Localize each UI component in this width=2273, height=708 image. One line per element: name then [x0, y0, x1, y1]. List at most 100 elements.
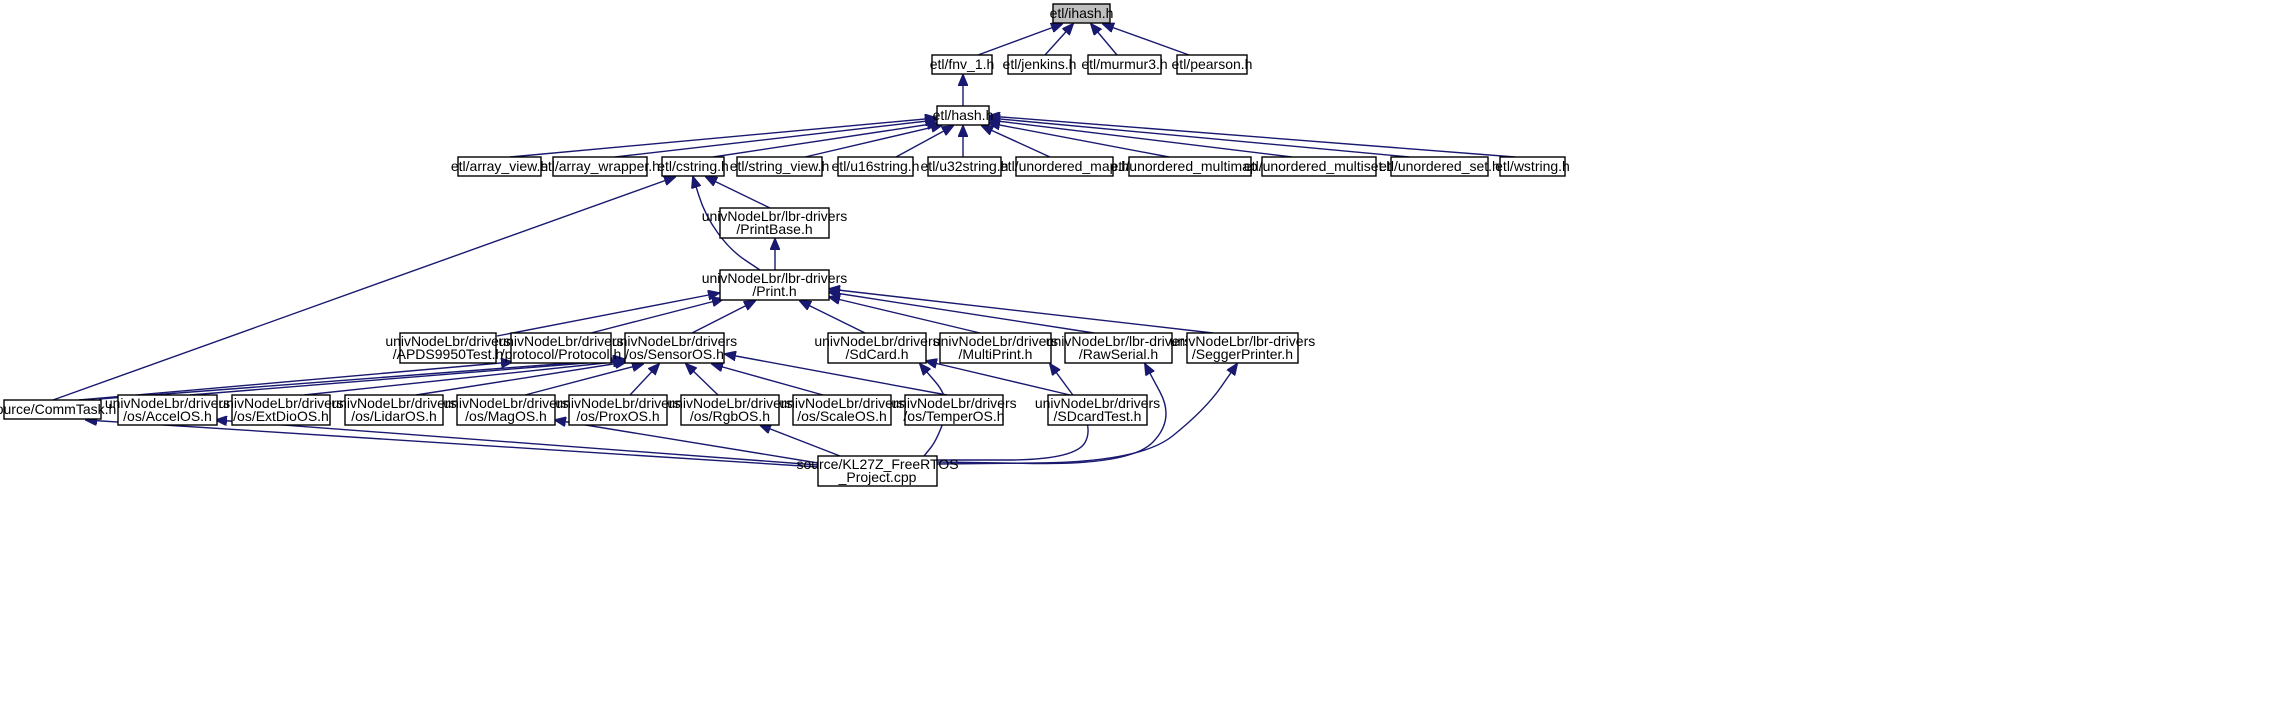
edge-commtask-to-cstring — [52, 177, 675, 401]
edge-fnv-to-ihash — [977, 24, 1062, 56]
node-box — [661, 156, 725, 177]
edge-extdioos-to-sensoros — [303, 361, 624, 396]
node-proxos[interactable]: univNodeLbr/drivers/os/ProxOS.h — [555, 394, 681, 426]
node-cstring[interactable]: etl/cstring.h — [657, 156, 729, 177]
node-label: /protocol/Protocol.h — [501, 346, 622, 362]
node-label: source/KL27Z_FreeRTOS — [796, 456, 958, 472]
node-seggerprinter[interactable]: univNodeLbr/lbr-drivers/SeggerPrinter.h — [1170, 332, 1316, 364]
node-box — [680, 394, 780, 426]
node-array_wrapper[interactable]: etl/array_wrapper.h — [540, 156, 660, 177]
node-lidaros[interactable]: univNodeLbr/drivers/os/LidarOS.h — [331, 394, 457, 426]
node-rgbos[interactable]: univNodeLbr/drivers/os/RgbOS.h — [667, 394, 793, 426]
node-box — [231, 394, 331, 426]
node-label: /os/TemperOS.h — [903, 408, 1004, 424]
node-label: univNodeLbr/lbr-drivers — [1170, 333, 1316, 349]
node-box — [568, 394, 668, 426]
edge-string_view-to-hash — [804, 125, 942, 158]
node-label: /os/MagOS.h — [465, 408, 547, 424]
edge-sdcardtest-to-sdcard — [926, 361, 1071, 396]
node-box — [1047, 394, 1148, 426]
node-label: univNodeLbr/drivers — [667, 395, 792, 411]
node-box — [1176, 54, 1248, 75]
edge-u16string-to-hash — [895, 126, 953, 158]
node-label: etl/wstring.h — [1495, 158, 1570, 174]
node-magos[interactable]: univNodeLbr/drivers/os/MagOS.h — [443, 394, 569, 426]
node-box — [3, 399, 102, 420]
node-sensoros[interactable]: univNodeLbr/drivers/os/SensorOS.h — [612, 332, 737, 364]
node-box — [719, 269, 830, 301]
node-label: univNodeLbr/drivers — [555, 395, 680, 411]
node-u32string[interactable]: etl/u32string.h — [921, 156, 1009, 177]
node-rawserial[interactable]: univNodeLbr/lbr-drivers/RawSerial.h — [1046, 332, 1192, 364]
node-box — [1087, 54, 1162, 75]
node-pearson[interactable]: etl/pearson.h — [1172, 54, 1253, 75]
node-label: /os/LidarOS.h — [351, 408, 437, 424]
node-unordered_map[interactable]: etl/unordered_map.h — [1000, 156, 1129, 177]
node-label: /os/ExtDioOS.h — [233, 408, 329, 424]
node-murmur3[interactable]: etl/murmur3.h — [1081, 54, 1168, 75]
node-label: etl/unordered_multimap.h — [1111, 158, 1270, 174]
node-hash[interactable]: etl/hash.h — [933, 105, 994, 126]
node-label: /SeggerPrinter.h — [1192, 346, 1293, 362]
edge-unordered_multiset-to-hash — [989, 120, 1293, 158]
edge-wstring-to-hash — [989, 116, 1516, 158]
node-label: etl/fnv_1.h — [930, 56, 995, 72]
node-temperos[interactable]: univNodeLbr/drivers/os/TemperOS.h — [891, 394, 1017, 426]
node-box — [1015, 156, 1114, 177]
node-wstring[interactable]: etl/wstring.h — [1495, 156, 1570, 177]
node-label: univNodeLbr/drivers — [443, 395, 568, 411]
edge-unordered_map-to-hash — [982, 126, 1051, 158]
node-label: etl/u32string.h — [921, 158, 1009, 174]
edge-sdcard-to-print — [800, 301, 866, 334]
edge-array_view-to-hash — [509, 118, 936, 158]
node-unordered_set[interactable]: etl/unordered_set.h — [1379, 156, 1500, 177]
edge-project-to-rgbos — [760, 425, 841, 457]
node-project[interactable]: source/KL27Z_FreeRTOS_Project.cpp — [796, 455, 959, 487]
node-label: source/CommTask.h — [0, 401, 116, 417]
node-label: etl/array_view.h — [451, 158, 548, 174]
node-sdcard[interactable]: univNodeLbr/drivers/SdCard.h — [814, 332, 940, 364]
node-sdcardtest[interactable]: univNodeLbr/drivers/SDcardTest.h — [1035, 394, 1160, 426]
node-box — [792, 394, 892, 426]
node-box — [927, 156, 1002, 177]
node-fnv[interactable]: etl/fnv_1.h — [930, 54, 995, 75]
edge-sensoros-to-print — [691, 301, 755, 334]
node-protocol[interactable]: univNodeLbr/drivers/protocol/Protocol.h — [498, 332, 624, 364]
node-commtask[interactable]: source/CommTask.h — [0, 399, 116, 420]
node-label: etl/jenkins.h — [1003, 56, 1077, 72]
node-multiprint[interactable]: univNodeLbr/drivers/MultiPrint.h — [933, 332, 1058, 364]
edge-project-to-seggerprinter — [936, 364, 1237, 465]
node-box — [1064, 332, 1173, 364]
node-printbase[interactable]: univNodeLbr/lbr-drivers/PrintBase.h — [702, 207, 848, 239]
node-label: /os/AccelOS.h — [123, 408, 212, 424]
node-label: etl/cstring.h — [657, 158, 729, 174]
node-label: _Project.cpp — [838, 469, 917, 485]
edge-magos-to-sensoros — [524, 364, 643, 396]
node-label: /Print.h — [752, 283, 796, 299]
node-scaleos[interactable]: univNodeLbr/drivers/os/ScaleOS.h — [779, 394, 905, 426]
node-label: univNodeLbr/drivers — [612, 333, 737, 349]
node-extdioos[interactable]: univNodeLbr/drivers/os/ExtDioOS.h — [218, 394, 344, 426]
edge-printbase-to-cstring — [706, 177, 771, 209]
node-accelos[interactable]: univNodeLbr/drivers/os/AccelOS.h — [105, 394, 230, 426]
node-box — [1261, 156, 1377, 177]
node-u16string[interactable]: etl/u16string.h — [832, 156, 920, 177]
node-ihash[interactable]: etl/ihash.h — [1050, 3, 1114, 24]
edge-cstring-to-hash — [712, 123, 938, 158]
node-unordered_multimap[interactable]: etl/unordered_multimap.h — [1111, 156, 1270, 177]
node-string_view[interactable]: etl/string_view.h — [730, 156, 830, 177]
node-unordered_multiset[interactable]: etl/unordered_multiset.h — [1244, 156, 1394, 177]
node-box — [736, 156, 823, 177]
node-print[interactable]: univNodeLbr/lbr-drivers/Print.h — [702, 269, 848, 301]
node-box — [399, 332, 497, 364]
node-label: etl/ihash.h — [1050, 5, 1114, 21]
node-apds[interactable]: univNodeLbr/drivers/APDS9950Test.h — [385, 332, 511, 364]
node-label: /os/ScaleOS.h — [797, 408, 887, 424]
node-label: univNodeLbr/drivers — [1035, 395, 1160, 411]
node-array_view[interactable]: etl/array_view.h — [451, 156, 548, 177]
node-box — [1128, 156, 1252, 177]
node-jenkins[interactable]: etl/jenkins.h — [1003, 54, 1077, 75]
node-label: etl/unordered_map.h — [1000, 158, 1129, 174]
